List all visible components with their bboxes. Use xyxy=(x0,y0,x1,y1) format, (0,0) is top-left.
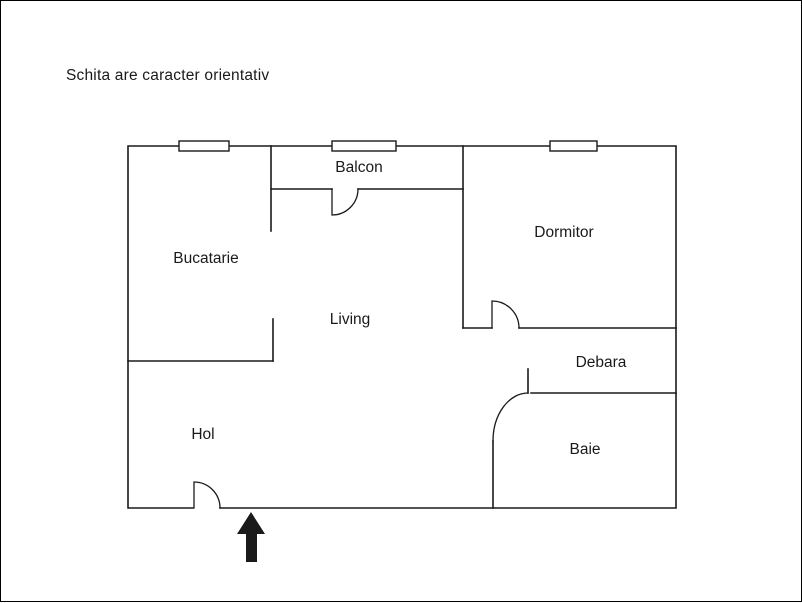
entrance-arrow-icon xyxy=(237,512,265,562)
door-balcon xyxy=(331,188,359,216)
outer-walls xyxy=(127,145,677,509)
room-label-debara: Debara xyxy=(575,354,627,371)
room-label-balcon: Balcon xyxy=(335,159,383,176)
window-dormitor xyxy=(549,140,598,152)
door-baie xyxy=(492,392,529,442)
room-label-bucatarie: Bucatarie xyxy=(173,250,239,267)
room-label-baie: Baie xyxy=(569,441,601,458)
window-bucatarie xyxy=(178,140,230,152)
window-balcon xyxy=(331,140,397,152)
page-title: Schita are caracter orientativ xyxy=(66,67,270,84)
door-dormitor xyxy=(491,300,520,329)
door-entrance xyxy=(193,481,221,509)
room-label-living: Living xyxy=(329,311,371,328)
room-label-dormitor: Dormitor xyxy=(534,224,594,241)
room-label-hol: Hol xyxy=(191,426,215,443)
